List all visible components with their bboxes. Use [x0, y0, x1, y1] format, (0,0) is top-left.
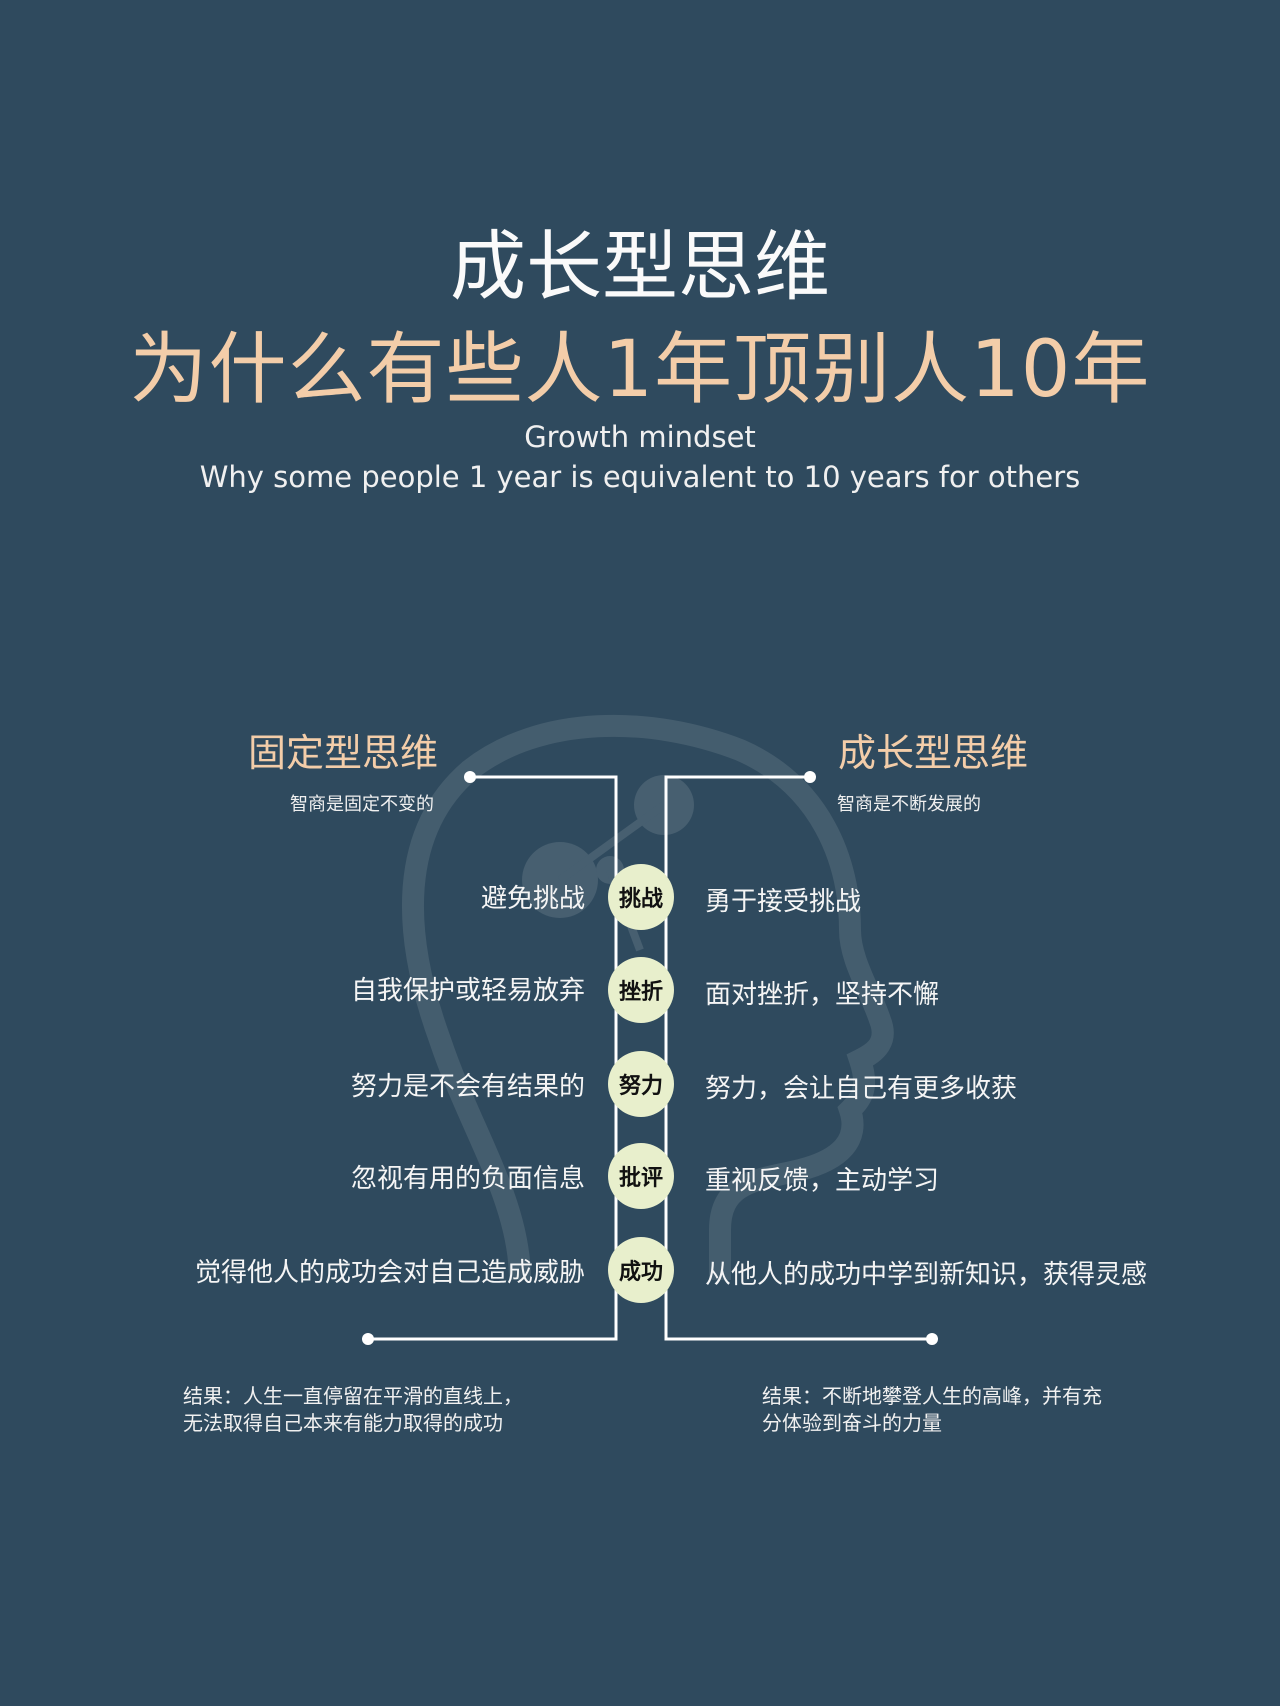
result-line: 结果：不断地攀登人生的高峰，并有充 — [762, 1384, 1102, 1408]
page-subtitle: 为什么有些人1年顶别人10年 — [129, 325, 1151, 415]
topic-badge: 成功 — [608, 1237, 674, 1303]
fixed-behavior: 忽视有用的负面信息 — [350, 1164, 585, 1194]
fixed-mindset-heading: 固定型思维 — [248, 731, 439, 775]
topic-badge: 挑战 — [608, 864, 674, 930]
connector-lines — [368, 775, 932, 1341]
result-line: 分体验到奋斗的力量 — [762, 1411, 942, 1435]
brain-network-icon — [522, 775, 694, 952]
growth-behavior: 面对挫折，坚持不懈 — [705, 980, 940, 1010]
topic-badge: 努力 — [608, 1051, 674, 1117]
growth-mindset-heading: 成长型思维 — [838, 731, 1029, 775]
head-silhouette-icon — [402, 714, 894, 1281]
english-subtitle: Why some people 1 year is equivalent to … — [199, 460, 1081, 494]
fixed-behavior: 避免挑战 — [480, 884, 585, 914]
growth-mindset-description: 智商是不断发展的 — [837, 794, 981, 815]
line-end-dots — [362, 771, 938, 1345]
fixed-mindset-result: 结果：人生一直停留在平滑的直线上， 无法取得自己本来有能力取得的成功 — [183, 1383, 523, 1437]
result-line: 结果：人生一直停留在平滑的直线上， — [183, 1384, 523, 1408]
english-title: Growth mindset — [524, 420, 756, 454]
growth-mindset-result: 结果：不断地攀登人生的高峰，并有充 分体验到奋斗的力量 — [762, 1383, 1102, 1437]
growth-behavior: 勇于接受挑战 — [705, 887, 862, 917]
page-title: 成长型思维 — [450, 222, 830, 311]
growth-behavior: 重视反馈，主动学习 — [705, 1166, 940, 1196]
topic-badge: 挫折 — [608, 957, 674, 1023]
fixed-mindset-description: 智商是固定不变的 — [290, 794, 434, 815]
growth-behavior: 努力，会让自己有更多收获 — [705, 1074, 1018, 1104]
fixed-behavior: 努力是不会有结果的 — [350, 1072, 585, 1102]
topic-badge: 批评 — [608, 1143, 674, 1209]
result-line: 无法取得自己本来有能力取得的成功 — [183, 1411, 503, 1435]
growth-behavior: 从他人的成功中学到新知识，获得灵感 — [705, 1260, 1148, 1290]
fixed-behavior: 自我保护或轻易放弃 — [350, 976, 585, 1006]
fixed-behavior: 觉得他人的成功会对自己造成威胁 — [194, 1258, 585, 1288]
